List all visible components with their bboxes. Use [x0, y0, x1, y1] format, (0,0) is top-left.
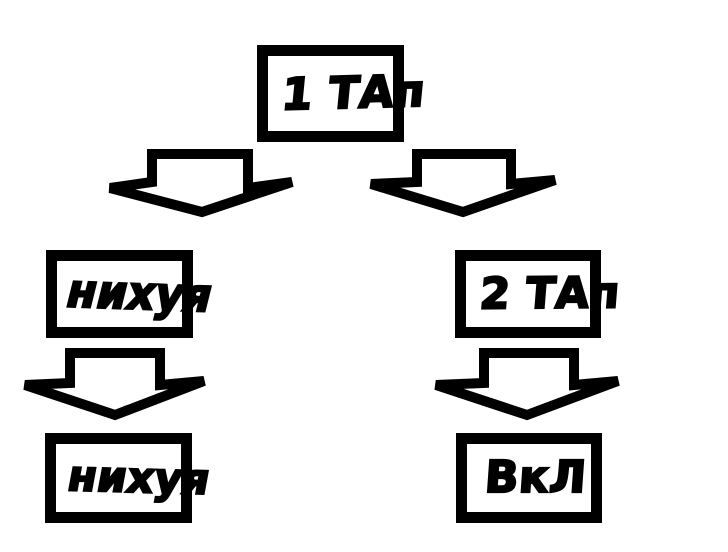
node-mid-right-stage-2[interactable]: 2 ТАп [455, 250, 623, 338]
arrow-root-to-right [365, 142, 561, 218]
node-label: ВкЛ [482, 451, 589, 504]
node-bottom-left-outcome[interactable]: нихуя [45, 433, 216, 523]
node-root-stage-1[interactable]: 1 ТАп [257, 45, 429, 142]
arrow-left-mid-to-bottom [18, 343, 212, 421]
node-mid-left-outcome[interactable]: нихуя [46, 250, 220, 338]
node-label: 2 ТАп [477, 267, 623, 320]
node-label: нихуя [63, 450, 216, 505]
node-label: нихуя [60, 263, 220, 323]
node-bottom-right-outcome[interactable]: ВкЛ [456, 433, 602, 523]
node-label: 1 ТАп [278, 64, 428, 121]
arrow-root-to-left [104, 142, 300, 218]
arrow-right-mid-to-bottom [430, 343, 624, 421]
